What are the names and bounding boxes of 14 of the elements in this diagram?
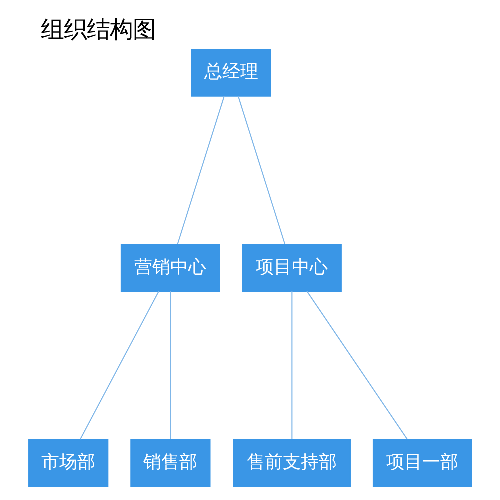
node-box: 销售部 [130,439,210,488]
connector [170,291,171,440]
node-box: 项目一部 [372,439,472,488]
node-box: 项目中心 [242,244,342,292]
connector [306,291,408,440]
node-box: 总经理 [190,49,271,97]
node-box: 市场部 [28,439,108,488]
node-box: 售前支持部 [232,439,350,488]
connector [80,291,159,440]
connector [176,96,224,245]
connector [237,96,286,245]
diagram-title: 组织结构图 [40,16,156,44]
node-box: 营销中心 [120,244,220,292]
connector [291,291,292,440]
